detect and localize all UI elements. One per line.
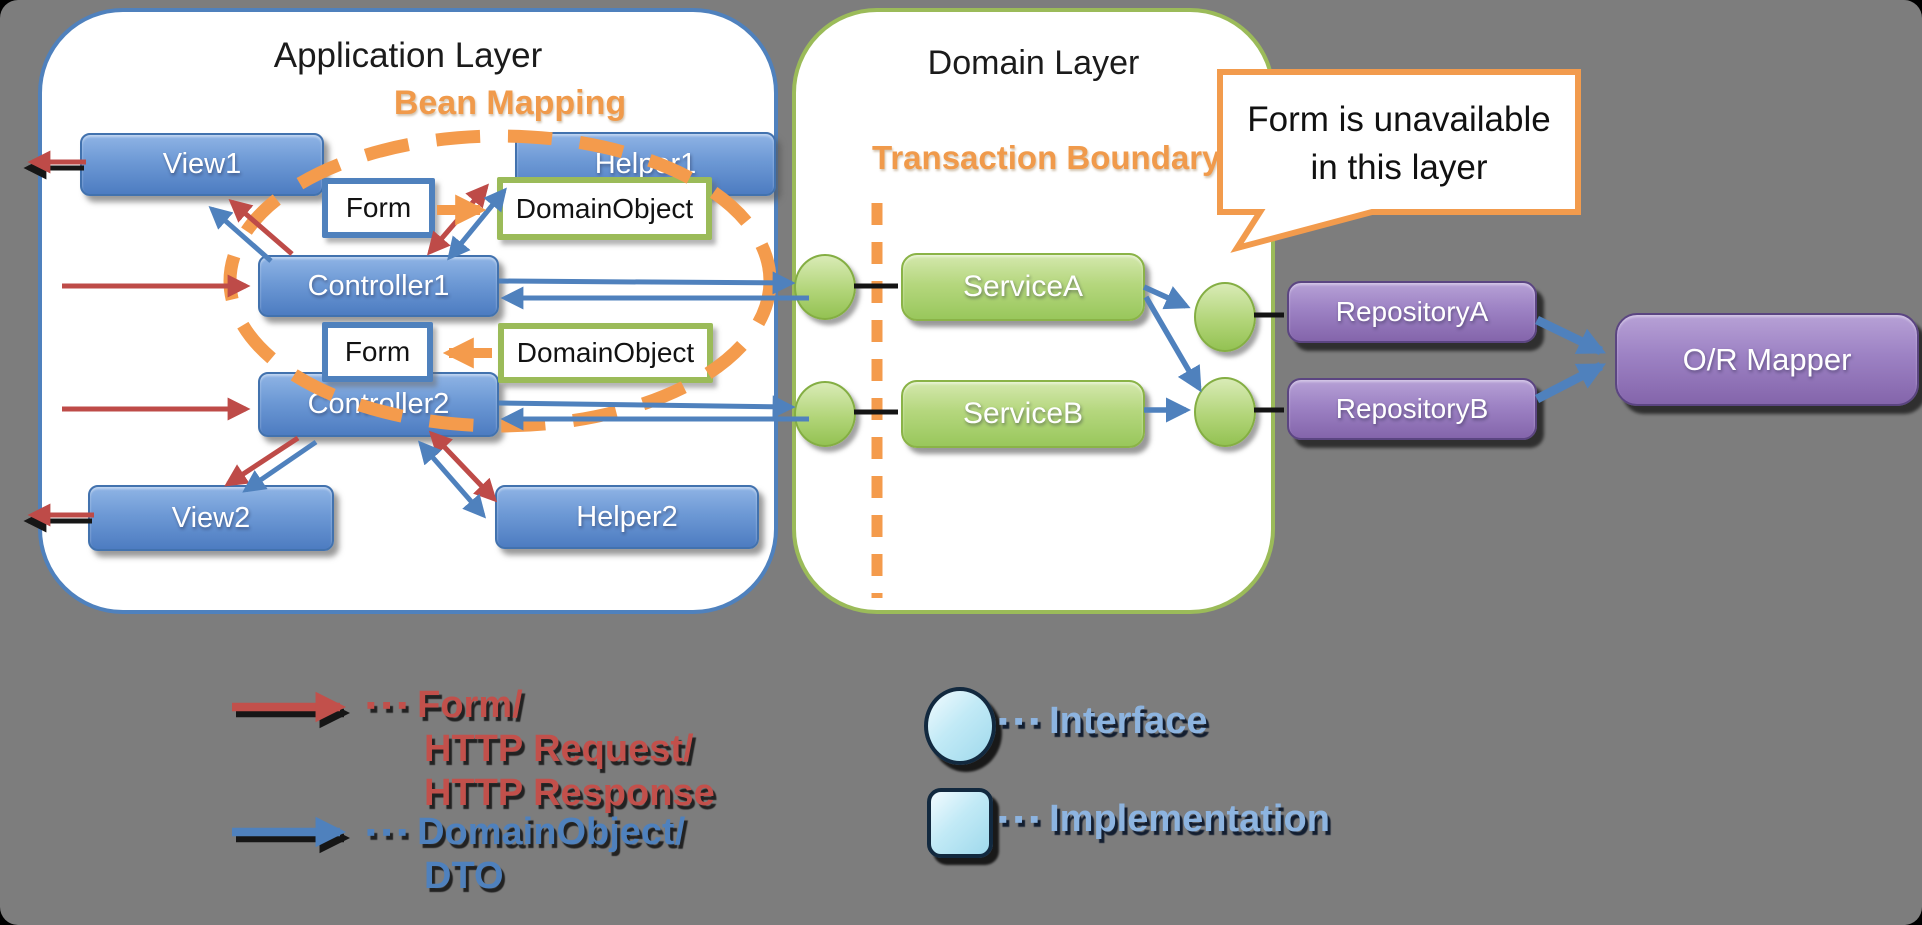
legend-interface-label: ▪▪▪Interface [998,700,1208,742]
node-form2: Form [322,322,433,382]
callout-line1: Form is unavailable [1247,100,1551,139]
node-view2: View2 [88,485,334,551]
legend-arrows [232,691,351,854]
interface-circle-service-b [794,381,856,447]
interface-circle-repository-b [1194,377,1256,447]
node-or-mapper: O/R Mapper [1615,313,1919,406]
node-repository-b: RepositoryB [1287,378,1537,440]
callout-bubble [1217,69,1581,253]
blue-flow-arrows [208,187,1607,519]
domain-layer-title: Domain Layer [927,44,1140,82]
controller1-to-interface-arrow [498,271,796,295]
application-layer-title: Application Layer [273,36,543,75]
legend-interface-circle-icon [924,687,996,765]
bean-mapping-label: Bean Mapping [393,84,627,122]
controller2-to-interface-arrow [498,395,796,419]
repository-b-to-ormapper-arrow [1534,362,1606,403]
controller2-to-view2-red-arrow [224,435,300,487]
callout-line2: in this layer [1310,148,1488,187]
bean-mapping-arrows [437,194,492,369]
legend-dots-icon: ▪▪▪ [366,816,414,847]
legend-dots-icon: ▪▪▪ [998,803,1046,834]
interface-connectors [854,283,1284,415]
transaction-boundary-label: Transaction Boundary [872,139,1221,176]
legend-red-line2: HTTP Request/ [424,728,694,770]
node-service-a: ServiceA [901,253,1145,321]
controller1-to-view1-red-arrow [228,198,294,256]
interface-circle-repository-a [1194,282,1256,352]
node-repository-a: RepositoryA [1287,281,1537,343]
legend-dots-icon: ▪▪▪ [366,689,414,720]
node-domainobject2: DomainObject [498,323,713,383]
legend-implementation-square-icon [927,788,993,858]
legend-red-line3: HTTP Response [424,772,715,814]
service-a-to-repo-b-interface-arrow [1143,295,1202,393]
node-service-b: ServiceB [901,380,1145,448]
legend-implementation-label: ▪▪▪Implementation [998,798,1330,840]
controller2-to-view2-blue-arrow [242,439,318,493]
controller2-helper2-blue-arrow [417,440,487,519]
node-helper2: Helper2 [495,485,759,549]
controller1-to-view1-blue-arrow [208,205,273,263]
repository-a-to-ormapper-arrow [1535,315,1607,356]
node-controller1: Controller1 [258,255,499,317]
node-view1: View1 [80,133,324,196]
legend-blue-line1: ▪▪▪DomainObject/ [366,811,686,853]
legend-red-line1: ▪▪▪Form/ [366,684,523,726]
service-a-to-repo-a-interface-arrow [1142,284,1191,310]
legend-dots-icon: ▪▪▪ [998,705,1046,736]
legend-blue-line2: DTO [424,855,504,897]
callout-text: Form is unavailable in this layer [1220,96,1578,192]
